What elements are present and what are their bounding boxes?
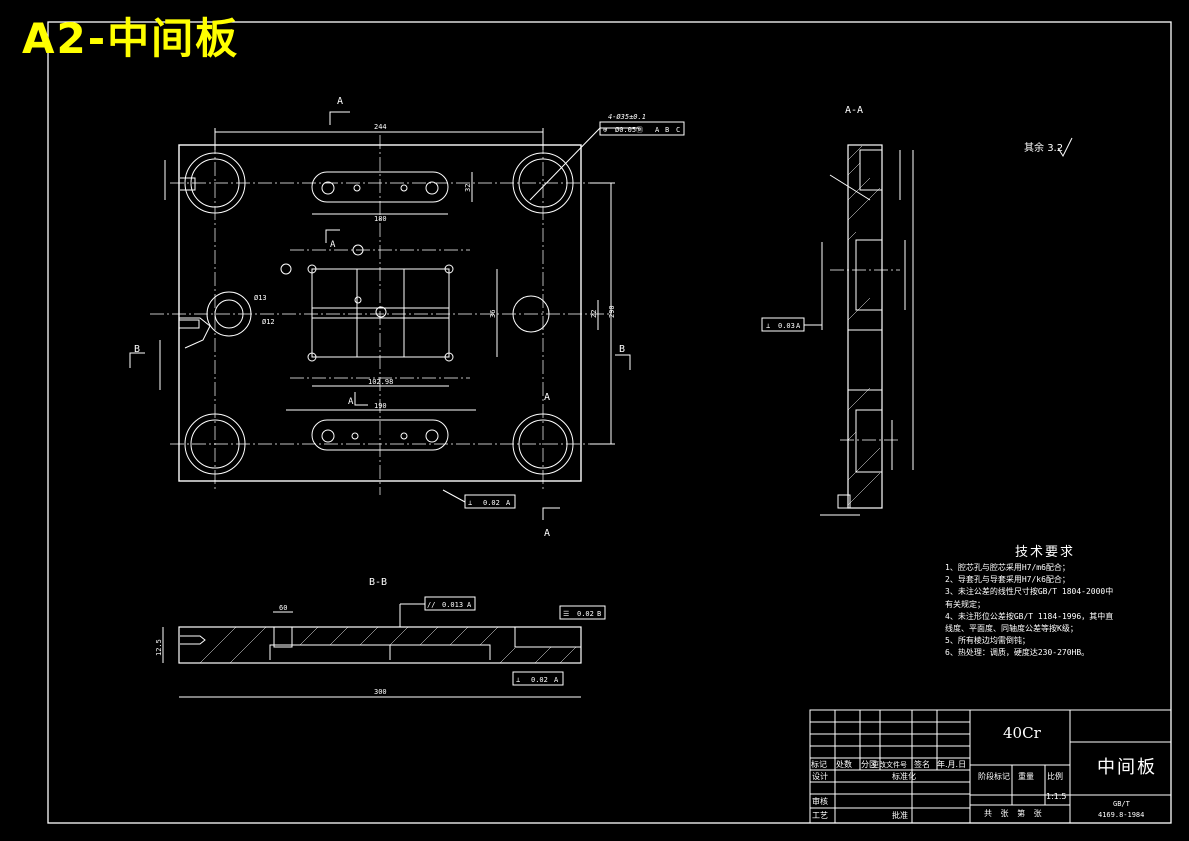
section-bb: [162, 596, 606, 698]
tb-stage-mark: 阶段标记: [978, 772, 1010, 781]
dim-22: 22: [590, 310, 598, 318]
material-value: 40Cr: [1003, 724, 1041, 742]
tech-item: 4、未注形位公差按GB/T 1184-1996，其中直: [945, 611, 1114, 621]
dim-overall-height: 290: [608, 305, 616, 318]
gdt-position-c: C: [676, 126, 680, 134]
dim-holes-note: 4-Ø35±0.1: [608, 113, 646, 121]
dim-pitch: 102.98: [368, 378, 393, 386]
cut-label-a-top: A: [337, 96, 343, 107]
tb-scale-value: 1:1.5: [1046, 792, 1067, 801]
roughness-label: 其余: [1024, 143, 1044, 154]
cut-label-a-inner: A: [330, 240, 336, 250]
sheet-title: A2-中间板: [22, 14, 240, 63]
tb-sheets: 共 张 第 张: [984, 809, 1045, 818]
tb-header-change: 更改文件号: [872, 761, 907, 769]
gdt-perp2-val: 0.03: [778, 322, 795, 330]
tech-item: 线度、平面度、同轴度公差等按K级；: [945, 624, 1078, 634]
cut-label-a-inner2: A: [348, 397, 354, 407]
dim-overall-width: 244: [374, 123, 387, 131]
dim-slot-depth: 32: [464, 184, 472, 192]
tb-header-mark: 标记: [811, 760, 827, 769]
dim-bb-thk: 12.5: [155, 639, 163, 656]
view-label-aa: A-A: [845, 105, 863, 116]
dim-60: 60: [279, 604, 287, 612]
gdt-position-a: A: [655, 126, 660, 134]
gdt-position-b: B: [665, 126, 669, 134]
gdt-flat-val: 0.02: [577, 610, 594, 618]
gdt-position-val: Ø0.05Ⓜ: [615, 126, 643, 134]
gdt-perp2-sym: ⊥: [766, 322, 770, 330]
tech-item: 5、所有棱边均需倒钝；: [945, 636, 1030, 646]
tech-item: 6、热处理：调质，硬度达230-270HB。: [945, 648, 1090, 658]
standard-code: GB/T: [1113, 800, 1130, 808]
tb-approve: 批准: [892, 811, 908, 820]
tech-item: 3、未注公差的线性尺寸按GB/T 1804-2000中: [945, 587, 1114, 597]
tb-scale-label: 比例: [1047, 772, 1063, 781]
view-label-bb: B-B: [369, 577, 387, 588]
cut-label-a-bottom: A: [544, 528, 550, 539]
gdt-parallel-ref: A: [467, 601, 472, 609]
gdt-flat-ref: B: [597, 610, 601, 618]
dim-bb-length: 300: [374, 688, 387, 696]
tb-design: 设计: [812, 772, 828, 781]
standard-number: 4169.8-1984: [1098, 811, 1145, 819]
tech-requirements: 技术要求 1、腔芯孔与腔芯采用H7/m6配合； 2、导套孔与导套采用H7/k6配…: [945, 544, 1175, 660]
tb-review: 审核: [812, 797, 828, 806]
tb-header-sign: 签名: [914, 760, 930, 769]
gdt-perp1-sym: ⊥: [468, 499, 472, 507]
tb-header-qty: 处数: [836, 760, 852, 769]
gdt-perp3-sym: ⊥: [516, 676, 520, 684]
roughness-note: 其余 3.2: [1024, 139, 1063, 154]
gdt-perp1-ref: A: [506, 499, 511, 507]
tb-weight: 重量: [1018, 772, 1034, 781]
main-view: [129, 111, 685, 520]
gdt-flat-sym: ☰: [563, 610, 569, 618]
roughness-value: 3.2: [1047, 143, 1064, 154]
dim-dia-12: Ø12: [262, 318, 275, 326]
dim-slot-width: 180: [374, 215, 387, 223]
tech-title: 技术要求: [1014, 545, 1075, 560]
tb-process: 工艺: [812, 811, 828, 820]
dim-dia-13: Ø13: [254, 294, 267, 302]
tech-item: 2、导套孔与导套采用H7/k6配合；: [945, 575, 1070, 585]
gdt-perp3-val: 0.02: [531, 676, 548, 684]
section-aa: [761, 144, 914, 516]
tb-header-date: 年.月.日: [937, 760, 967, 769]
gdt-parallel-sym: //: [427, 601, 435, 609]
part-name: 中间板: [1097, 757, 1157, 778]
sheet-border: [47, 21, 1172, 824]
gdt-parallel-val: 0.013: [442, 601, 463, 609]
tb-header-zone: 分区: [861, 760, 877, 769]
cut-label-b-right: B: [619, 344, 625, 355]
dim-36: 36: [489, 310, 497, 318]
tech-item: 1、腔芯孔与腔芯采用H7/m6配合；: [945, 563, 1070, 572]
gdt-perp1-val: 0.02: [483, 499, 500, 507]
tech-item: 有关规定；: [945, 599, 985, 609]
cut-label-b-left: B: [134, 344, 140, 355]
central-cavity: [311, 268, 450, 358]
gdt-position-sym: ⊕: [603, 126, 608, 134]
tb-standardization: 标准化: [892, 772, 916, 781]
cut-label-a-right: A: [544, 392, 550, 403]
gdt-perp3-ref: A: [554, 676, 559, 684]
dim-inner: 190: [374, 402, 387, 410]
gdt-perp2-ref: A: [796, 322, 801, 330]
title-block: [809, 709, 1172, 824]
